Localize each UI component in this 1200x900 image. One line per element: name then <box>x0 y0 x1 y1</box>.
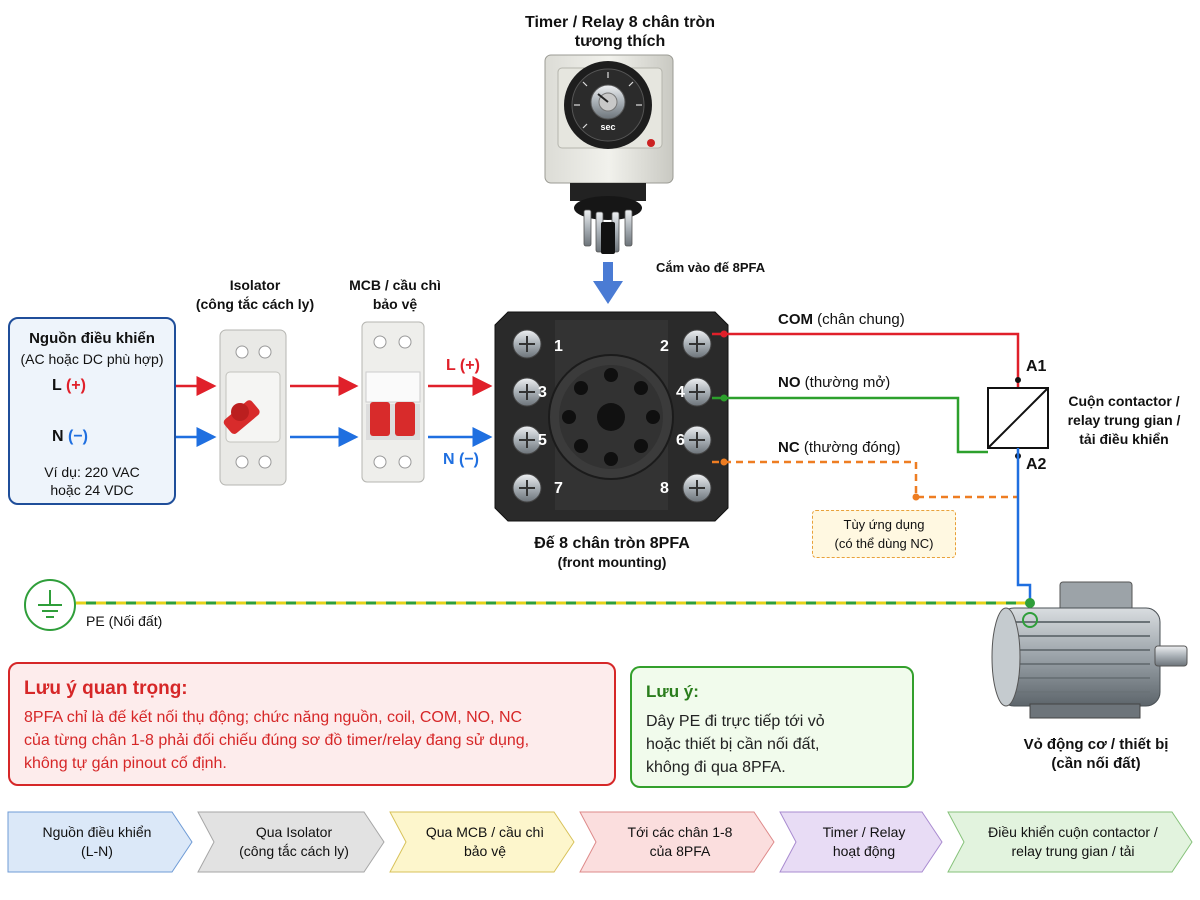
ground-icon <box>24 579 76 631</box>
source-example: Ví dụ: 220 VAC hoặc 24 VDC <box>10 463 174 499</box>
step-4-line1: Tới các chân 1-8 <box>627 824 733 840</box>
timer-title-line2: tương thích <box>574 33 666 50</box>
important-note-line2: của từng chân 1-8 phải đối chiếu đúng sơ… <box>24 732 530 749</box>
pin-6-label: 6 <box>676 432 685 449</box>
timer-led <box>647 139 655 147</box>
important-note: Lưu ý quan trọng: 8PFA chỉ là đế kết nối… <box>8 662 616 786</box>
pe-label: PE (Nối đất) <box>86 613 163 629</box>
step-1-line1: Nguồn điều khiển <box>42 824 152 840</box>
step-3-line1: Qua MCB / cầu chì <box>425 824 545 840</box>
mcb-breaker <box>361 321 425 483</box>
isolator-label-line2: (công tắc cách ly) <box>195 296 315 312</box>
pe-note-line2: hoặc thiết bị cần nối đất, <box>646 736 820 753</box>
plug-in-arrow <box>593 262 623 304</box>
pe-note-line3: không đi qua 8PFA. <box>646 759 786 776</box>
com-desc: (chân chung) <box>817 311 905 328</box>
source-l-label: L (+) <box>52 377 86 394</box>
plug-label: Cắm vào đế 8PFA <box>656 260 766 275</box>
pin-8-label: 8 <box>660 480 669 497</box>
coil-label-line2: relay trung gian / <box>1067 412 1181 428</box>
step-4: Tới các chân 1-8 của 8PFA <box>592 812 776 872</box>
pe-note-body: Dây PE đi trực tiếp tới vỏ hoặc thiết bị… <box>646 710 825 779</box>
com-label: COM (chân chung) <box>778 310 958 329</box>
optional-line1: Tùy ứng dụng <box>843 517 925 532</box>
nc-desc: (thường đóng) <box>803 439 901 456</box>
motor-label: Vỏ động cơ / thiết bị (cần nối đất) <box>996 735 1196 773</box>
step-3-line2: bảo vệ <box>463 843 507 859</box>
com-name: COM <box>778 311 813 328</box>
coil-symbol <box>987 377 1049 459</box>
step-1-line2: (L-N) <box>81 843 113 859</box>
mcb-label: MCB / cầu chì bảo vệ <box>330 276 460 314</box>
pin-2-label: 2 <box>660 338 669 355</box>
source-title: Nguồn điều khiển <box>29 330 155 347</box>
wire-label-n: N (−) <box>443 451 479 468</box>
wire-label-l: L (+) <box>446 357 480 374</box>
optional-line2: (có thể dùng NC) <box>834 536 934 551</box>
nc-label: NC (thường đóng) <box>778 438 958 457</box>
no-desc: (thường mở) <box>804 374 891 391</box>
pin-3-label: 3 <box>538 384 547 401</box>
process-flow <box>7 811 1193 873</box>
nc-name: NC <box>778 439 800 456</box>
mcb-label-line1: MCB / cầu chì <box>349 277 441 293</box>
coil-a1-label: A1 <box>1026 358 1047 375</box>
timer-relay <box>544 54 674 304</box>
isolator-label-line1: Isolator <box>229 277 281 293</box>
important-note-title: Lưu ý quan trọng: <box>24 678 188 699</box>
coil-label: Cuộn contactor / relay trung gian / tải … <box>1054 392 1194 449</box>
step-5-line2: hoạt động <box>832 843 896 859</box>
source-example-line1: Ví dụ: 220 VAC <box>44 464 140 480</box>
optional-nc-box: Tùy ứng dụng (có thể dùng NC) <box>812 510 956 558</box>
step-3: Qua MCB / cầu chì bảo vệ <box>402 812 576 872</box>
step-4-line2: của 8PFA <box>649 843 711 859</box>
wire-no <box>712 396 988 454</box>
step-6-line1: Điều khiển cuộn contactor / <box>988 824 1158 840</box>
base-label: Đế 8 chân tròn 8PFA (front mounting) <box>500 534 724 572</box>
step-2-line1: Qua Isolator <box>255 824 333 840</box>
no-name: NO <box>778 374 801 391</box>
important-note-line1: 8PFA chỉ là đế kết nối thụ động; chức nă… <box>24 709 523 726</box>
step-6-line2: relay trung gian / tải <box>1011 843 1135 859</box>
source-n-label: N (−) <box>52 428 88 445</box>
coil-label-line3: tải điều khiển <box>1079 431 1169 447</box>
timer-title: Timer / Relay 8 chân tròn tương thích <box>490 13 750 51</box>
base-8pfa <box>494 311 729 522</box>
control-source-box: Nguồn điều khiển (AC hoặc DC phù hợp) L … <box>8 317 176 505</box>
pin-7-label: 7 <box>554 480 563 497</box>
coil-a2-label: A2 <box>1026 456 1047 473</box>
timer-title-line1: Timer / Relay 8 chân tròn <box>525 14 715 31</box>
mcb-label-line2: bảo vệ <box>372 296 418 312</box>
important-note-line3: không tự gán pinout cố định. <box>24 755 227 772</box>
base-subtitle: (front mounting) <box>557 554 667 570</box>
important-note-body: 8PFA chỉ là đế kết nối thụ động; chức nă… <box>24 706 610 775</box>
step-1: Nguồn điều khiển (L-N) <box>8 812 194 872</box>
step-2-line2: (công tắc cách ly) <box>239 843 349 859</box>
wire-a2 <box>1016 448 1032 600</box>
motor-label-line2: (cần nối đất) <box>1051 755 1141 772</box>
no-label: NO (thường mở) <box>778 373 958 392</box>
base-title: Đế 8 chân tròn 8PFA <box>534 535 690 552</box>
step-6: Điều khiển cuộn contactor / relay trung g… <box>960 812 1194 872</box>
source-subtitle: (AC hoặc DC phù hợp) <box>20 351 164 367</box>
pe-note-title: Lưu ý: <box>646 682 699 701</box>
isolator-switch <box>219 329 287 486</box>
step-5-line1: Timer / Relay <box>822 824 906 840</box>
step-2: Qua Isolator (công tắc cách ly) <box>210 812 386 872</box>
step-5: Timer / Relay hoạt động <box>792 812 944 872</box>
wire-nc <box>712 460 1018 499</box>
isolator-label: Isolator (công tắc cách ly) <box>180 276 330 314</box>
pin-1-label: 1 <box>554 338 563 355</box>
motor-icon <box>991 581 1188 719</box>
pe-note: Lưu ý: Dây PE đi trực tiếp tới vỏ hoặc t… <box>630 666 914 788</box>
source-example-line2: hoặc 24 VDC <box>50 482 134 498</box>
coil-label-line1: Cuộn contactor / <box>1068 393 1180 409</box>
wire-com <box>712 332 1020 378</box>
motor-label-line1: Vỏ động cơ / thiết bị <box>1023 736 1169 753</box>
pin-5-label: 5 <box>538 432 547 449</box>
pin-4-label: 4 <box>676 384 685 401</box>
timer-dial-unit: sec <box>600 122 616 132</box>
pe-note-line1: Dây PE đi trực tiếp tới vỏ <box>646 713 825 730</box>
